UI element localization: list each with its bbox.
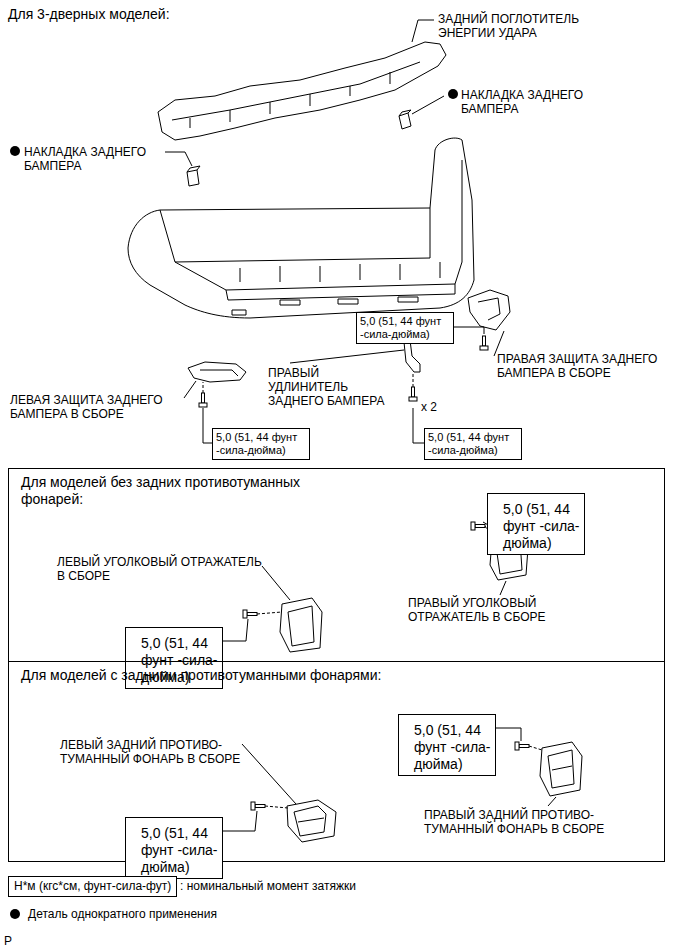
torque-spec-box: 5,0 (51, 44 фунт -сила-дюйма) bbox=[398, 714, 496, 776]
part-name: НАКЛАДКА ЗАДНЕГО БАМПЕРА bbox=[461, 88, 611, 116]
part-name: ПРАВАЯ ЗАЩИТА ЗАДНЕГО БАМПЕРА В СБОРЕ bbox=[497, 352, 682, 380]
panel-heading: Для моделей с задними противотуманными ф… bbox=[9, 662, 581, 684]
torque-spec-box: 5,0 (51, 44 фунт -сила-дюйма) bbox=[424, 428, 522, 460]
legend-torque-sample: Н*м (кгс*см, фунт-сила-фут) bbox=[8, 876, 177, 897]
legend-text: Деталь однократного применения bbox=[28, 907, 217, 921]
part-name: НАКЛАДКА ЗАДНЕГО БАМПЕРА bbox=[24, 145, 174, 173]
part-name: ПРАВЫЙ ЗАДНИЙ ПРОТИВО- ТУМАННЫЙ ФОНАРЬ В… bbox=[424, 808, 639, 836]
torque-value: 5,0 (51, 44 фунт -сила-дюйма) bbox=[491, 496, 581, 552]
callout-text: P bbox=[4, 934, 12, 948]
torque-value: 5,0 (51, 44 фунт -сила-дюйма) bbox=[216, 431, 306, 457]
part-name: ЗАДНИЙ ПОГЛОТИТЕЛЬ ЭНЕРГИИ УДАРА bbox=[438, 12, 598, 40]
part-name: ЛЕВАЯ ЗАЩИТА ЗАДНЕГО БАМПЕРА В СБОРЕ bbox=[10, 393, 195, 421]
part-name: ПРАВЫЙ УГОЛКОВЫЙ ОТРАЖАТЕЛЬ В СБОРЕ bbox=[408, 596, 573, 624]
torque-value: Н*м (кгс*см, фунт-сила-фут) bbox=[14, 879, 171, 894]
torque-value: 5,0 (51, 44 фунт -сила-дюйма) bbox=[360, 315, 450, 341]
part-name: ЛЕВЫЙ ЗАДНИЙ ПРОТИВО- ТУМАННЫЙ ФОНАРЬ В … bbox=[60, 738, 275, 766]
part-name: ЛЕВЫЙ УГОЛКОВЫЙ ОТРАЖАТЕЛЬ В СБОРЕ bbox=[57, 555, 272, 583]
torque-spec-box: 5,0 (51, 44 фунт -сила-дюйма) bbox=[356, 312, 454, 344]
torque-value: 5,0 (51, 44 фунт -сила-дюйма) bbox=[428, 431, 518, 457]
torque-value: 5,0 (51, 44 фунт -сила-дюйма) bbox=[402, 717, 492, 773]
panel-heading: Для моделей без задних противотуманных ф… bbox=[9, 469, 331, 508]
torque-value: 5,0 (51, 44 фунт -сила-дюйма) bbox=[129, 820, 219, 876]
diagram-title: Для 3-дверных моделей: bbox=[8, 6, 170, 23]
legend-text: : номинальный момент затяжки bbox=[180, 879, 356, 893]
torque-spec-box: 5,0 (51, 44 фунт -сила-дюйма) bbox=[487, 493, 585, 555]
torque-spec-box: 5,0 (51, 44 фунт -сила-дюйма) bbox=[212, 428, 310, 460]
part-name: ПРАВЫЙ УДЛИНИТЕЛЬ ЗАДНЕГО БАМПЕРА bbox=[268, 366, 400, 408]
torque-spec-box: 5,0 (51, 44 фунт -сила-дюйма) bbox=[125, 817, 223, 879]
callout-text: x 2 bbox=[421, 400, 437, 414]
